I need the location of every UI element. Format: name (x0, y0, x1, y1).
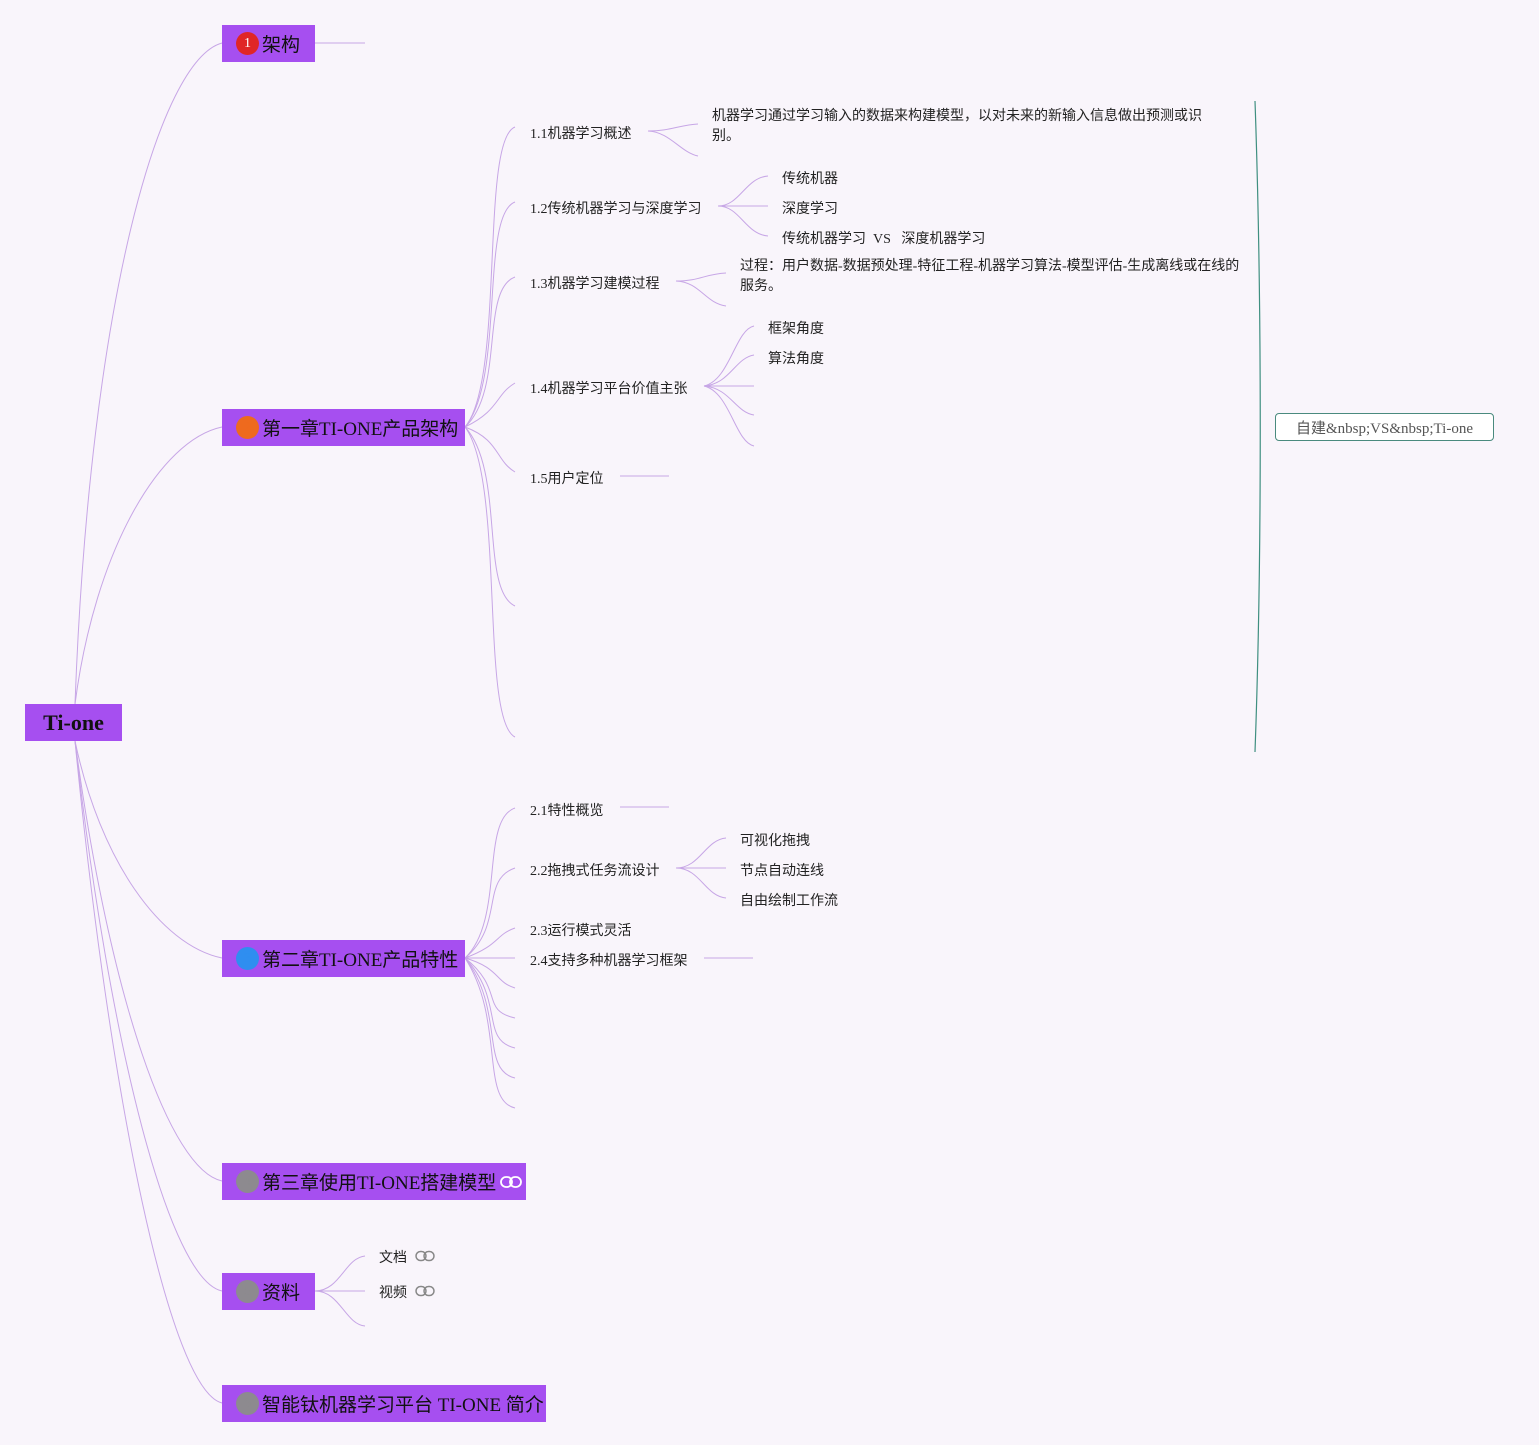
leaf-1-2-a[interactable]: 传统机器 (782, 172, 838, 187)
branch-chapter-2[interactable]: 3 第二章TI-ONE产品特性 (222, 940, 465, 977)
number-badge: 4 (236, 1170, 259, 1193)
resource-video-label: 视频 (379, 1286, 407, 1301)
branch-label: 架构 (262, 35, 301, 56)
summary-label: 自建&nbsp;VS&nbsp;Ti-one (1296, 420, 1473, 437)
topic-1-1[interactable]: 1.1机器学习概述 (530, 127, 632, 142)
number-badge: 1 (236, 32, 259, 55)
leaf-1-2-c[interactable]: 传统机器学习 VS 深度机器学习 (782, 232, 986, 247)
number-badge: 5 (236, 1280, 259, 1303)
leaf-1-2-b[interactable]: 深度学习 (782, 202, 838, 217)
topic-2-3[interactable]: 2.3运行模式灵活 (530, 924, 632, 939)
branch-chapter-1[interactable]: 2 第一章TI-ONE产品架构 (222, 409, 465, 446)
branch-label: 第一章TI-ONE产品架构 (262, 419, 459, 440)
resource-video[interactable]: 视频 (379, 1282, 435, 1302)
topic-2-1[interactable]: 2.1特性概览 (530, 804, 604, 819)
branch-chapter-3[interactable]: 4 第三章使用TI-ONE搭建模型 (222, 1163, 526, 1200)
leaf-2-2-a[interactable]: 可视化拖拽 (740, 834, 810, 849)
branch-label: 第三章使用TI-ONE搭建模型 (262, 1173, 497, 1194)
topic-1-5[interactable]: 1.5用户定位 (530, 472, 604, 487)
leaf-1-4-b[interactable]: 算法角度 (768, 352, 824, 367)
branch-intro[interactable]: 6 智能钛机器学习平台 TI-ONE 简介 (222, 1385, 546, 1422)
root-label: Ti-one (43, 709, 104, 735)
branch-architecture[interactable]: 1 架构 (222, 25, 315, 62)
number-badge: 2 (236, 416, 259, 439)
topic-1-2[interactable]: 1.2传统机器学习与深度学习 (530, 202, 702, 217)
branch-label: 资料 (262, 1283, 301, 1304)
resource-docs[interactable]: 文档 (379, 1247, 435, 1267)
branch-label: 第二章TI-ONE产品特性 (262, 950, 459, 971)
number-badge: 6 (236, 1392, 259, 1415)
leaf-1-3-description[interactable]: 过程：用户数据-数据预处理-特征工程-机器学习算法-模型评估-生成离线或在线的服… (740, 259, 1240, 294)
leaf-1-4-a[interactable]: 框架角度 (768, 322, 824, 337)
topic-2-2[interactable]: 2.2拖拽式任务流设计 (530, 864, 660, 879)
number-badge: 3 (236, 947, 259, 970)
branch-resources[interactable]: 5 资料 (222, 1273, 315, 1310)
link-icon[interactable] (500, 1175, 523, 1189)
topic-1-3[interactable]: 1.3机器学习建模过程 (530, 277, 660, 292)
leaf-1-1-description[interactable]: 机器学习通过学习输入的数据来构建模型，以对未来的新输入信息做出预测或识别。 (712, 109, 1202, 144)
leaf-2-2-c[interactable]: 自由绘制工作流 (740, 894, 838, 909)
link-icon[interactable] (414, 1250, 435, 1262)
root-node[interactable]: Ti-one (25, 704, 122, 741)
branch-label: 智能钛机器学习平台 TI-ONE 简介 (262, 1395, 544, 1416)
summary-node[interactable]: 自建&nbsp;VS&nbsp;Ti-one (1275, 413, 1494, 441)
topic-1-4[interactable]: 1.4机器学习平台价值主张 (530, 382, 688, 397)
link-icon[interactable] (414, 1285, 435, 1297)
topic-2-4[interactable]: 2.4支持多种机器学习框架 (530, 954, 688, 969)
resource-docs-label: 文档 (379, 1251, 407, 1266)
leaf-2-2-b[interactable]: 节点自动连线 (740, 864, 824, 879)
